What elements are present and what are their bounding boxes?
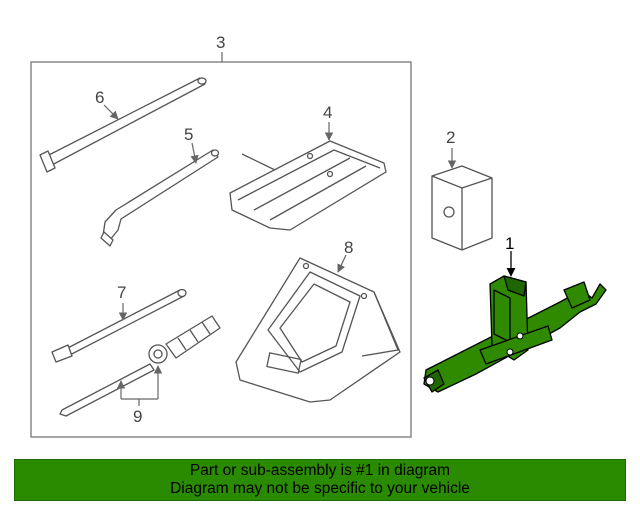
callout-3[interactable]: 3 bbox=[216, 33, 225, 52]
banner-line-2: Diagram may not be specific to your vehi… bbox=[170, 480, 470, 497]
part-7-extension-bar[interactable] bbox=[51, 288, 187, 363]
callout-8[interactable]: 8 bbox=[344, 238, 353, 257]
callout-7[interactable]: 7 bbox=[117, 283, 126, 302]
part-5-lug-wrench[interactable] bbox=[100, 149, 220, 247]
callout-5[interactable]: 5 bbox=[184, 125, 193, 144]
callout-9[interactable]: 9 bbox=[133, 407, 142, 426]
part-8-tool-holder[interactable] bbox=[235, 257, 401, 403]
part-4-tool-tray[interactable] bbox=[229, 140, 387, 231]
part-9-screwdriver-set[interactable] bbox=[59, 315, 221, 417]
callout-6[interactable]: 6 bbox=[95, 88, 104, 107]
banner-line-1: Part or sub-assembly is #1 in diagram bbox=[189, 462, 451, 479]
callout-2[interactable]: 2 bbox=[446, 128, 455, 147]
info-banner: Part or sub-assembly is #1 in diagram Di… bbox=[14, 459, 626, 501]
callout-4[interactable]: 4 bbox=[323, 103, 332, 122]
callout-9-leaders bbox=[116, 365, 163, 406]
part-1-scissor-jack[interactable] bbox=[423, 275, 607, 393]
tool-kit-box bbox=[30, 52, 412, 438]
callout-1[interactable]: 1 bbox=[505, 234, 514, 253]
part-6-jack-handle-rod[interactable] bbox=[39, 77, 207, 173]
part-2-foam-block[interactable] bbox=[431, 165, 493, 251]
